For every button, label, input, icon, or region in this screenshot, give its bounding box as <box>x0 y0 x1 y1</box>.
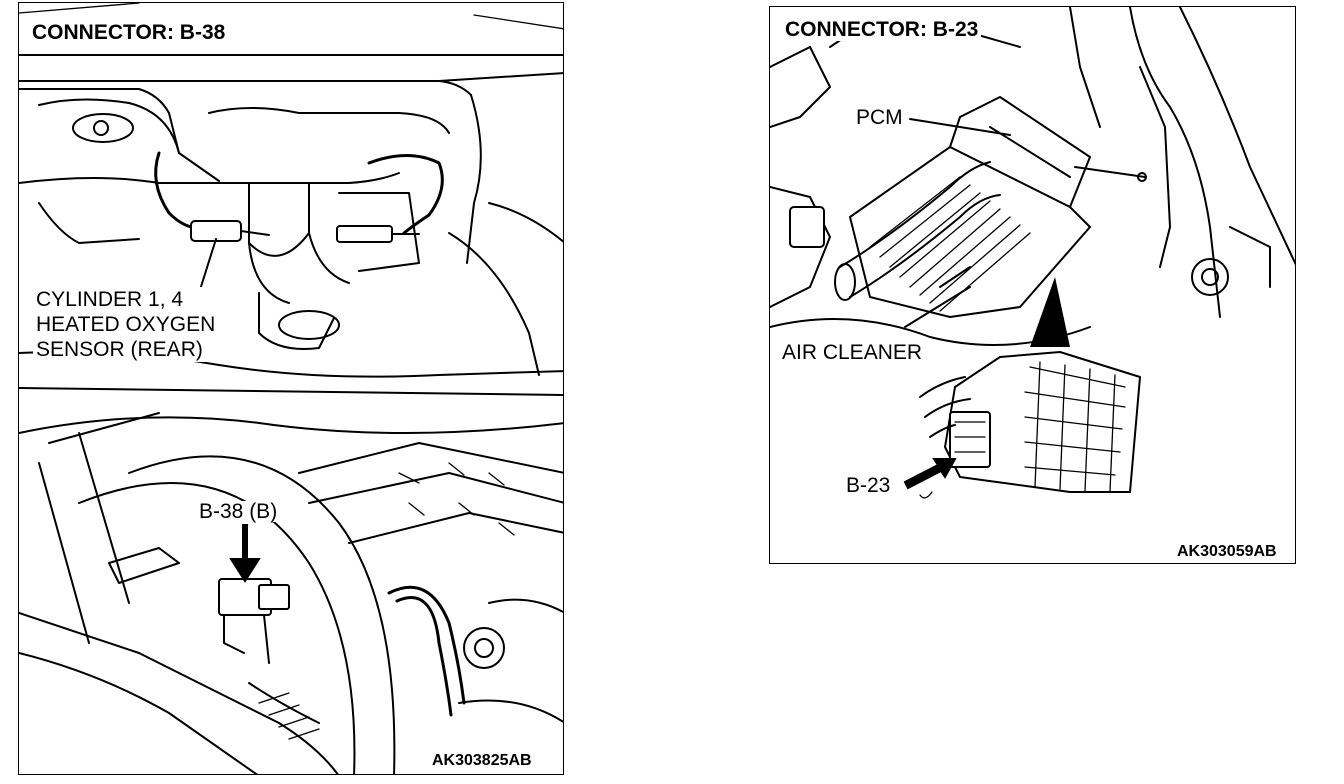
air-cleaner-label: AIR CLEANER <box>780 341 925 364</box>
exhaust-underside-drawing <box>19 3 563 396</box>
pcm-label: PCM <box>854 106 905 129</box>
connector-b23-panel: CONNECTOR: B-23 PCM AIR CLEANER B-23 AK3… <box>769 6 1296 564</box>
b23-panel-title: CONNECTOR: B-23 <box>782 18 982 41</box>
b23-connector-label: B-23 <box>844 474 893 497</box>
b23-figure-code: AK303059AB <box>1175 543 1279 561</box>
b38-illustration <box>19 3 563 774</box>
b38-figure-code: AK303825AB <box>430 752 534 770</box>
connector-location-drawing <box>19 412 563 774</box>
oxygen-sensor-label: CYLINDER 1, 4 HEATED OXYGEN SENSOR (REAR… <box>33 287 219 362</box>
b23-illustration <box>770 7 1295 499</box>
b38-panel-title: CONNECTOR: B-38 <box>29 21 229 44</box>
engine-bay-drawing <box>770 7 1295 499</box>
b38-connector-label: B-38 (B) <box>197 500 280 523</box>
connector-b38-panel: CONNECTOR: B-38 CYLINDER 1, 4 HEATED OXY… <box>18 2 564 775</box>
